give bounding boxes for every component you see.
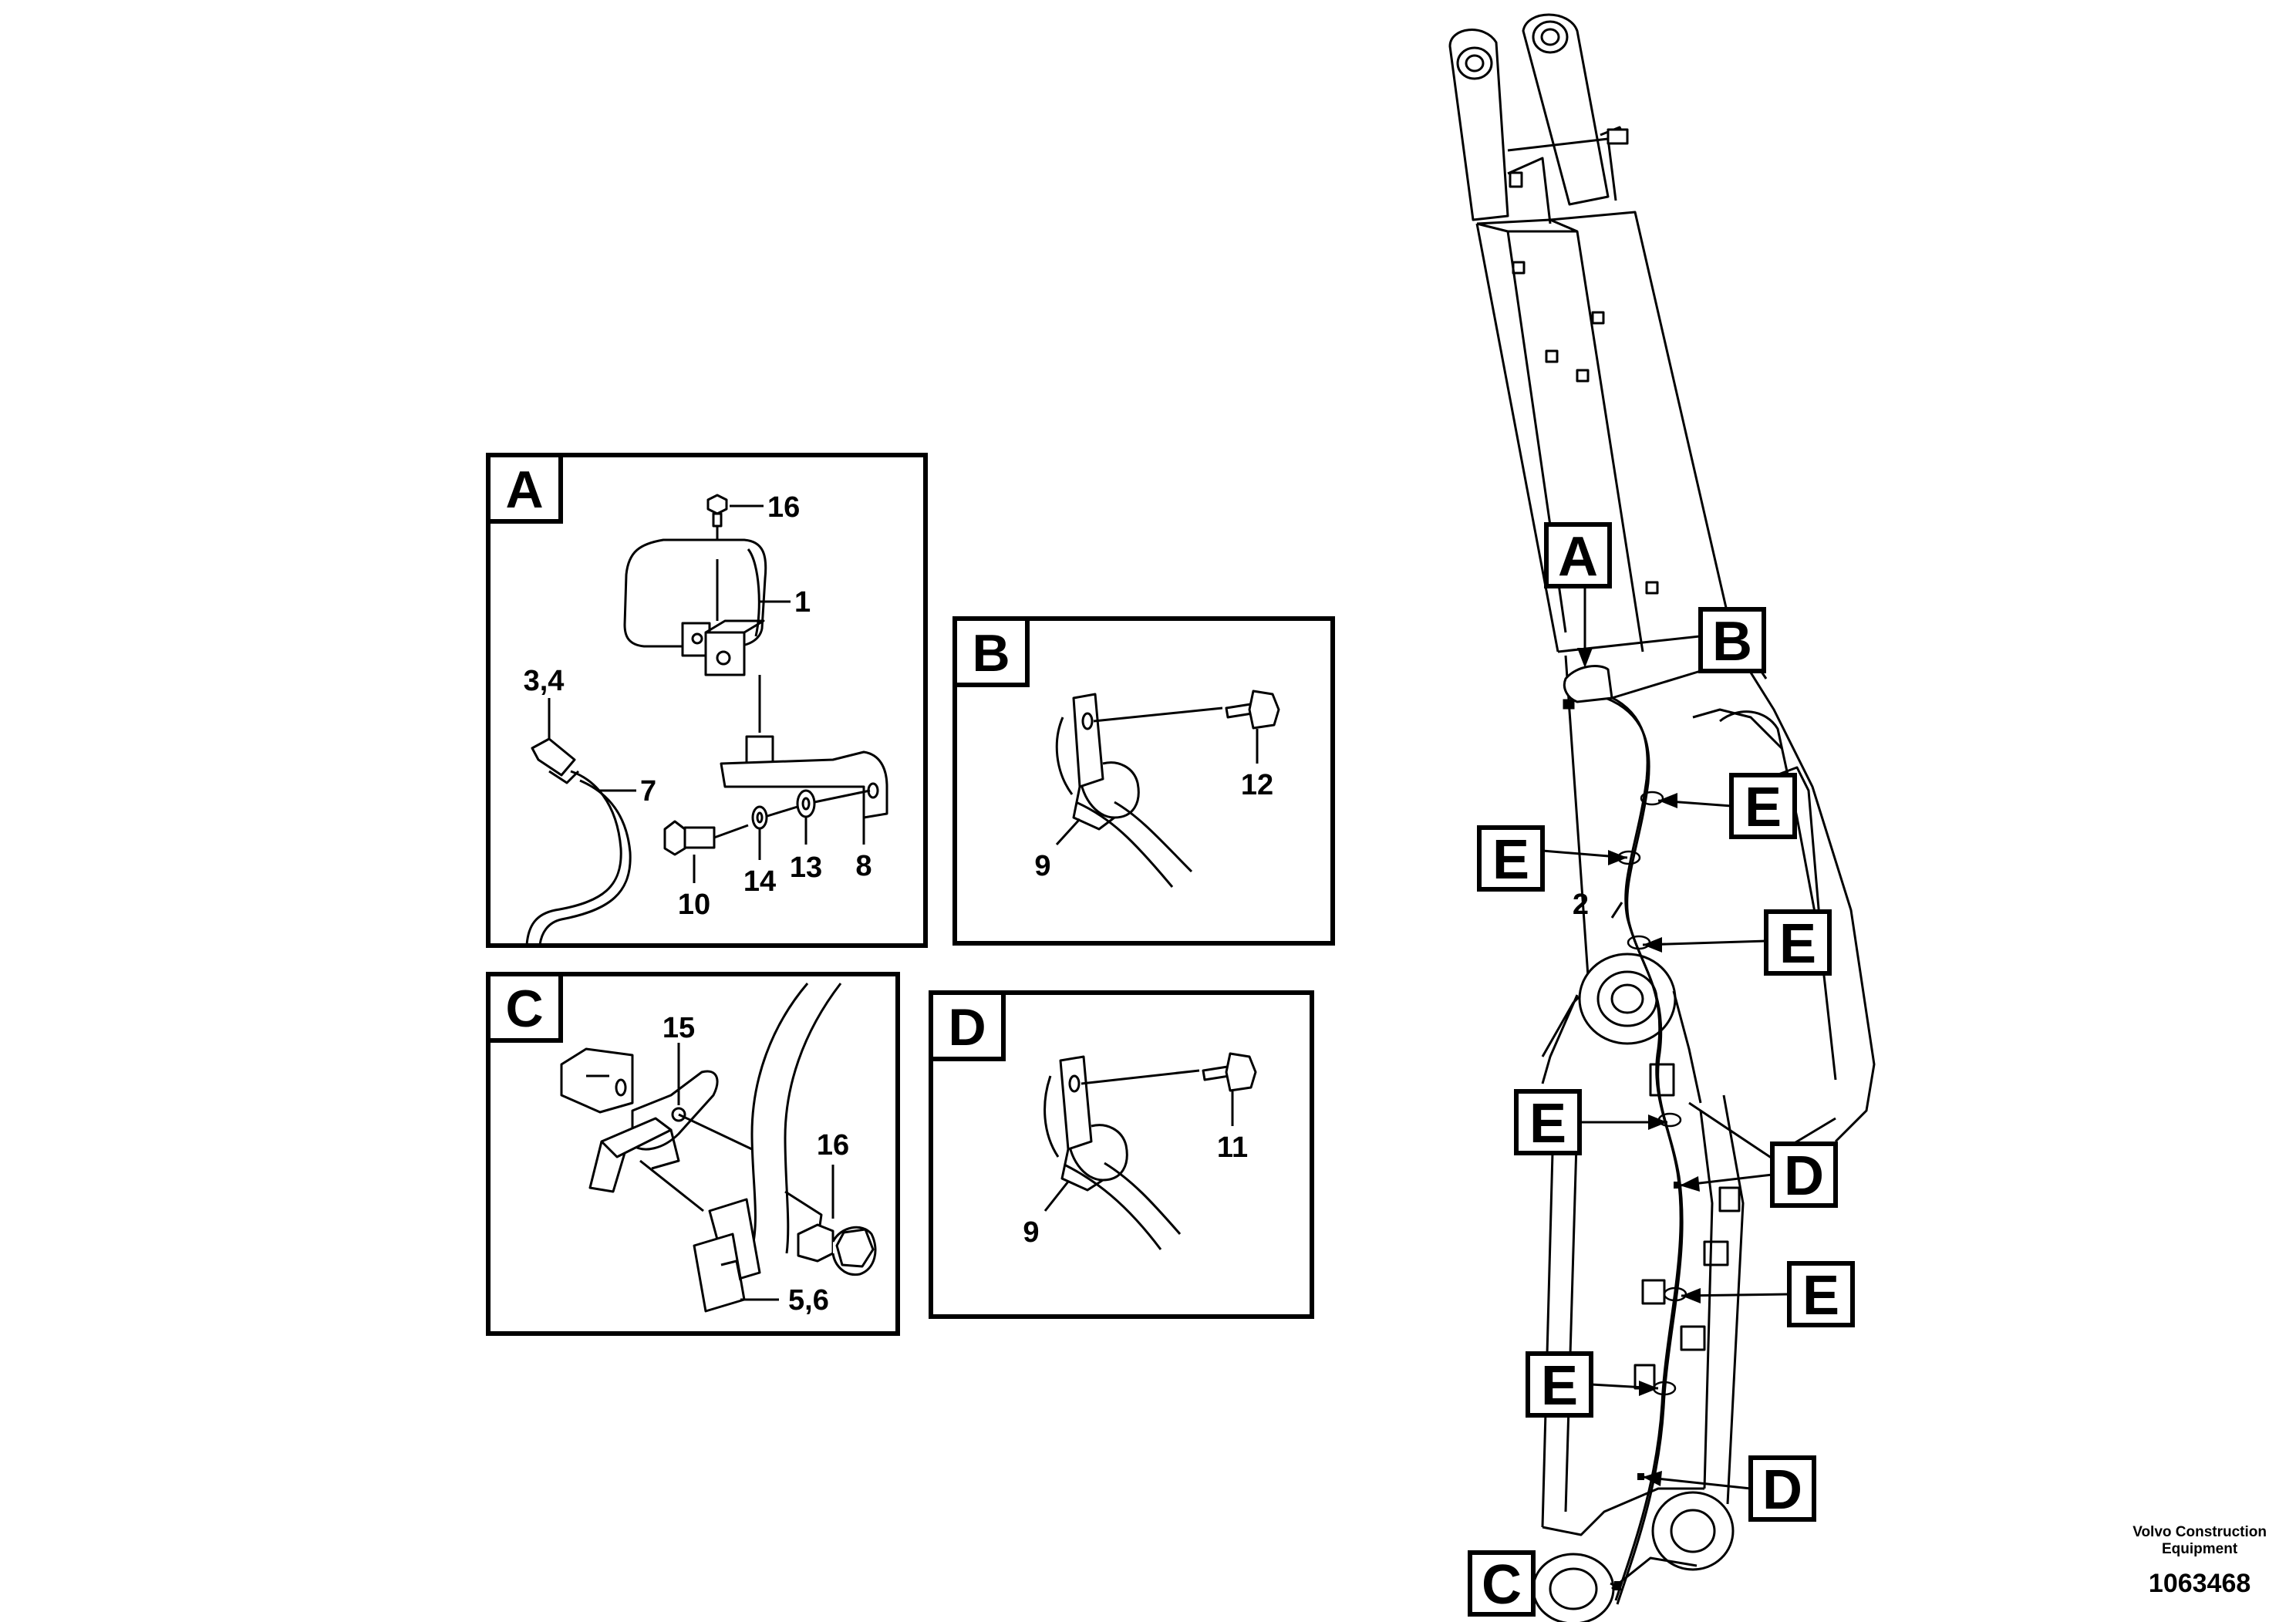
harness-part-label: 2	[1573, 889, 1589, 921]
detail-view-a: A	[486, 453, 928, 948]
callout-letter-c: C	[1482, 1554, 1522, 1616]
callout-letter-d: D	[1762, 1459, 1802, 1521]
part-label-9: 9	[1034, 850, 1050, 882]
boom-callout-boxes	[1468, 522, 1855, 1617]
part-label-14: 14	[743, 865, 776, 898]
part-label-15: 15	[663, 1012, 695, 1044]
part-label-10: 10	[678, 889, 710, 921]
detail-letter-d: D	[948, 998, 986, 1057]
excavator-boom	[1448, 13, 1876, 1622]
callout-leaders	[1542, 586, 1790, 1587]
detail-letter-a: A	[505, 460, 543, 519]
drawing-credit: Volvo Construction Equipment 1063468	[2132, 1524, 2267, 1599]
callout-letter-e: E	[1541, 1355, 1578, 1417]
part-label-16: 16	[817, 1129, 849, 1162]
callout-letter-e: E	[1529, 1093, 1566, 1155]
callout-letter-e: E	[1745, 777, 1782, 838]
boom-callout-letters: A B E E E E D E E D C 2	[1482, 526, 1839, 1616]
part-label-8: 8	[855, 850, 872, 882]
part-label-16: 16	[767, 491, 800, 524]
detail-view-b: B 12 9	[952, 616, 1335, 946]
callout-letter-b: B	[1712, 611, 1752, 673]
boom-work-light	[1563, 665, 1613, 710]
part-label-7: 7	[640, 775, 656, 808]
callout-letter-e: E	[1802, 1265, 1839, 1327]
detail-view-d: D 11 9	[929, 990, 1314, 1319]
part-label-5-6: 5,6	[788, 1284, 829, 1317]
detail-letter-c: C	[505, 980, 543, 1038]
part-label-12: 12	[1241, 769, 1273, 801]
wire-harness	[1603, 693, 1684, 1605]
part-label-11: 11	[1217, 1131, 1248, 1164]
drawing-number: 1063468	[2148, 1569, 2251, 1598]
callout-arrowheads	[1577, 648, 1701, 1486]
part-label-13: 13	[790, 851, 822, 884]
part-label-1: 1	[794, 586, 811, 619]
company-name-line1: Volvo Construction	[2132, 1524, 2267, 1540]
boom-clamps	[1614, 1182, 1681, 1590]
callout-letter-d: D	[1784, 1145, 1824, 1207]
callout-letter-a: A	[1558, 526, 1598, 588]
callout-letter-e: E	[1779, 913, 1816, 975]
part-label-9: 9	[1023, 1216, 1039, 1249]
callout-letter-e: E	[1492, 829, 1529, 891]
detail-view-c: C 15 16 5,6	[486, 972, 900, 1336]
company-name-line2: Equipment	[2162, 1541, 2238, 1557]
part-label-3-4: 3,4	[524, 665, 565, 697]
detail-letter-b: B	[972, 624, 1010, 683]
